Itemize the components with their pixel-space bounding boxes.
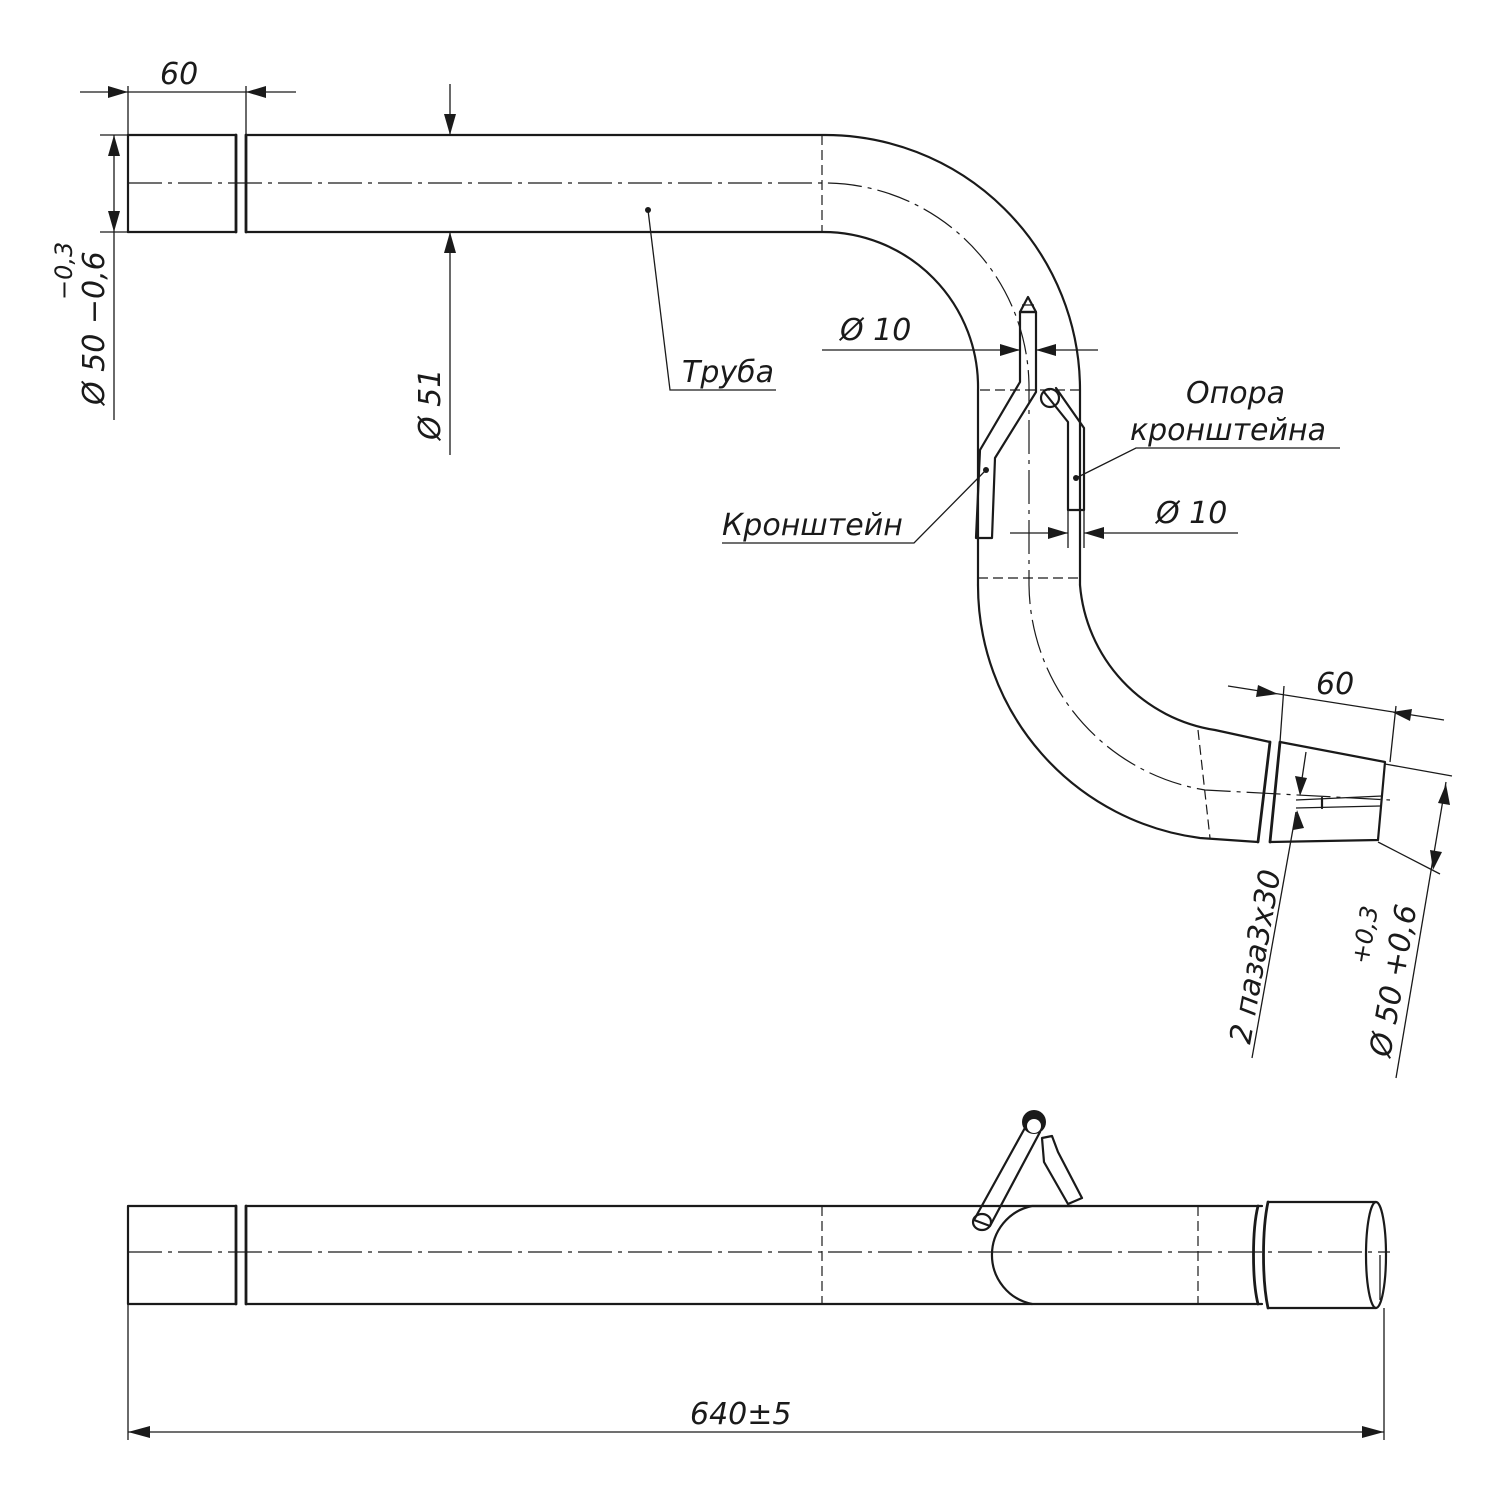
leader-bracket-support: Опора кронштейна xyxy=(1073,376,1340,481)
support-label-line2: кронштейна xyxy=(1130,413,1326,448)
pipe-diameter-text: Ø 51 xyxy=(413,369,448,442)
lower-bend-inner xyxy=(1078,583,1272,744)
left-end-length-text: 60 xyxy=(160,57,198,92)
right-end-length-text: 60 xyxy=(1316,667,1354,702)
bracket-label: Кронштейн xyxy=(722,508,903,543)
dim-left-end-length: 60 xyxy=(80,57,296,135)
left-tol-upper: −0,3 xyxy=(50,242,78,300)
arrow-up-icon xyxy=(1438,784,1450,805)
side-right-opening xyxy=(1364,1200,1388,1310)
arrow-down-icon xyxy=(1295,776,1307,796)
arrow-up-icon xyxy=(108,135,120,156)
dim-bracket-rod: Ø 10 xyxy=(822,313,1098,356)
arrow-right-icon xyxy=(1000,344,1020,356)
side-view: 640±5 xyxy=(126,1110,1390,1440)
arrow-right-icon xyxy=(1256,685,1278,697)
support-rod-diameter-text: Ø 10 xyxy=(1154,496,1227,531)
leader-slots: 2 паза3x30 xyxy=(1223,751,1307,1059)
dim-right-diameter: +0,3 Ø 50 +0,6 xyxy=(1346,763,1453,1079)
side-tube xyxy=(244,1204,1264,1306)
support-hinge xyxy=(1039,387,1061,409)
arrow-up-icon xyxy=(1293,810,1304,830)
overall-length-text: 640±5 xyxy=(690,1397,791,1432)
dim-pipe-diameter: Ø 51 xyxy=(413,84,456,455)
arrow-right-icon xyxy=(108,86,128,98)
bracket xyxy=(974,295,1038,540)
left-diameter-text: Ø 50 −0,6 xyxy=(77,251,112,407)
arrow-left-icon xyxy=(1084,527,1104,539)
slots-label: 2 паза3x30 xyxy=(1223,867,1288,1046)
side-right-bead xyxy=(1252,1200,1270,1310)
pipe-inner-contour xyxy=(244,230,980,587)
dim-right-end-length: 60 xyxy=(1227,667,1445,763)
arrow-right-icon xyxy=(1362,1426,1384,1438)
side-bend xyxy=(990,1204,1074,1306)
leader-pipe: Труба xyxy=(645,207,776,391)
right-end-bead xyxy=(1256,740,1282,844)
arrow-left-icon xyxy=(128,1426,150,1438)
top-view: 60 −0,3 Ø 50 −0,6 Ø 51 Труба xyxy=(50,57,1453,1079)
arrow-up-icon xyxy=(444,232,456,253)
side-support-rod xyxy=(1040,1134,1084,1206)
support-rod xyxy=(1042,386,1086,512)
arrow-left-icon xyxy=(1392,709,1412,721)
pipe-outline xyxy=(126,133,1387,844)
arrow-down-icon xyxy=(108,211,120,232)
side-left-end xyxy=(126,1204,238,1306)
arrow-right-icon xyxy=(1048,527,1068,539)
side-left-bead xyxy=(234,1204,248,1306)
pipe-outer-contour xyxy=(244,133,1082,587)
side-bracket xyxy=(971,1110,1084,1232)
dim-overall-length: 640±5 xyxy=(127,1304,1385,1440)
arrow-left-icon xyxy=(1036,344,1056,356)
bracket-support xyxy=(1039,386,1086,512)
dim-support-rod: Ø 10 xyxy=(1010,496,1238,548)
arrow-down-icon xyxy=(1430,850,1442,870)
pipe-label: Труба xyxy=(682,355,774,390)
slot xyxy=(1295,795,1383,809)
leader-bracket: Кронштейн xyxy=(722,467,989,544)
side-bracket-rod xyxy=(972,1124,1042,1228)
dim-left-diameter: −0,3 Ø 50 −0,6 xyxy=(50,134,128,420)
pipe-centerline xyxy=(128,182,1391,801)
lower-bend-outer xyxy=(976,583,1260,844)
arrow-left-icon xyxy=(246,86,266,98)
bracket-rod-diameter-text: Ø 10 xyxy=(838,313,911,348)
support-label-line1: Опора xyxy=(1186,376,1285,411)
arrow-down-icon xyxy=(444,114,456,135)
right-end-sleeve xyxy=(1268,740,1387,844)
bracket-rod xyxy=(974,310,1038,540)
right-tol-upper: +0,3 xyxy=(1346,904,1384,966)
